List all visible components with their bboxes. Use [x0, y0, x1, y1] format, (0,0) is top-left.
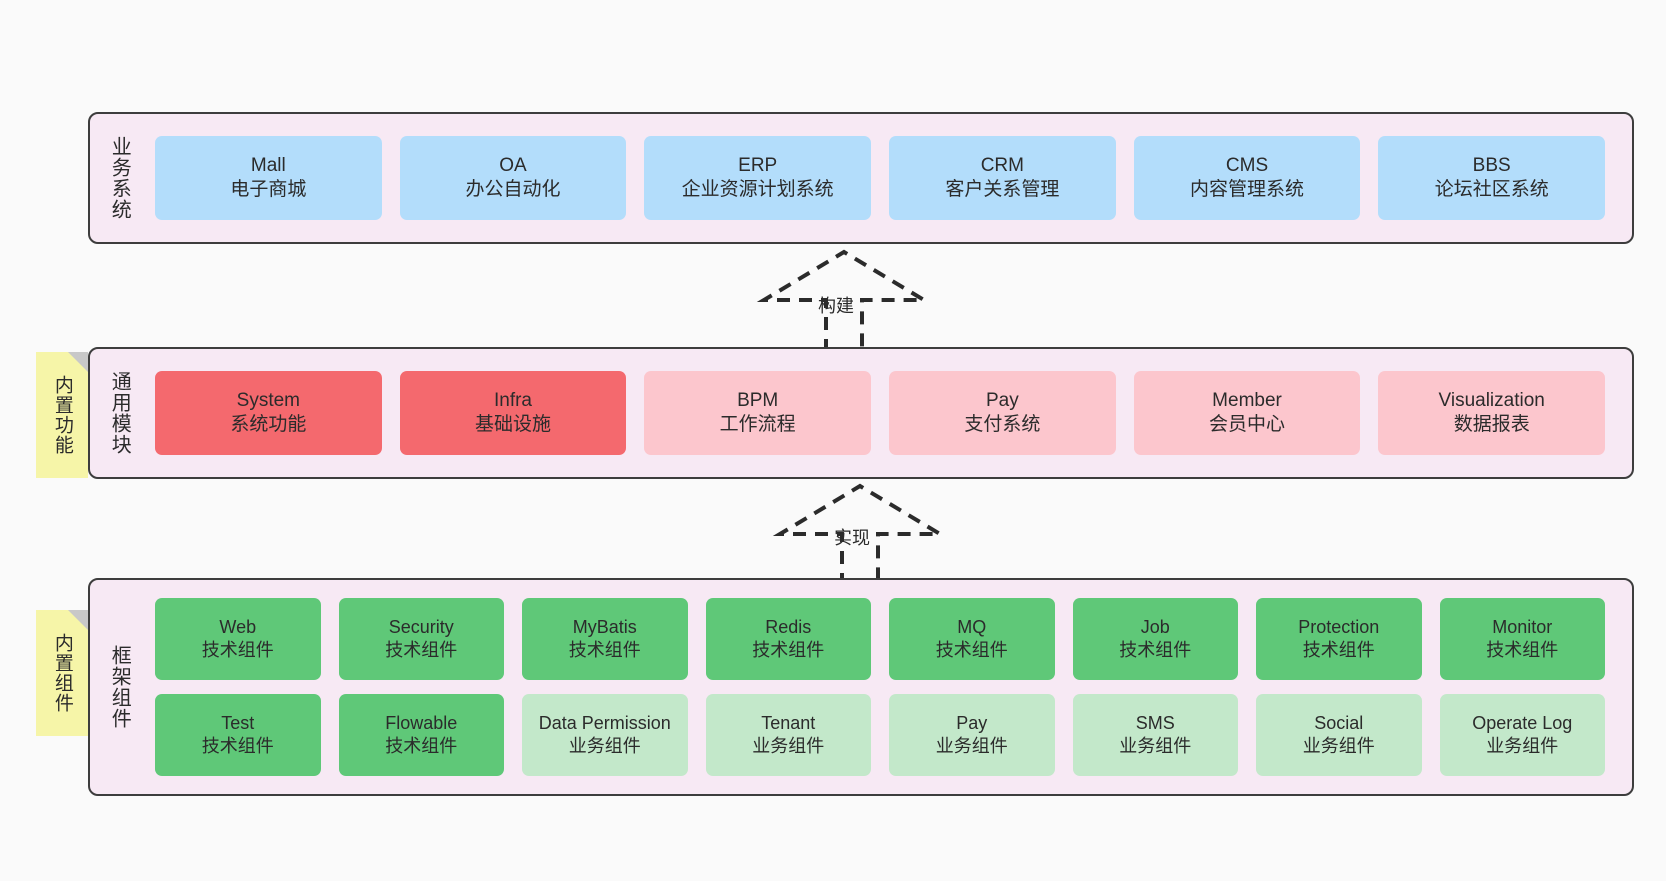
- card-cms[interactable]: CMS 内容管理系统: [1133, 136, 1361, 220]
- card-title-cn: 办公自动化: [465, 179, 561, 200]
- card-erp[interactable]: ERP 企业资源计划系统: [644, 136, 872, 220]
- card-data-permission[interactable]: Data Permission 业务组件: [522, 694, 688, 776]
- card-title-en: Pay: [985, 389, 1019, 411]
- card-social[interactable]: Social 业务组件: [1256, 694, 1422, 776]
- card-title-cn: 支付系统: [964, 414, 1041, 435]
- card-title-en: Job: [1140, 616, 1170, 637]
- connector-implement-label: 实现: [834, 528, 870, 548]
- card-job[interactable]: Job 技术组件: [1072, 598, 1238, 680]
- card-mall[interactable]: Mall 电子商城: [155, 136, 382, 220]
- card-title-en: Protection: [1298, 616, 1380, 637]
- card-member[interactable]: Member 会员中心: [1133, 371, 1361, 455]
- card-title-cn: 技术组件: [752, 640, 825, 660]
- framework-row-business: Test 技术组件 Flowable 技术组件 Data Permission …: [146, 694, 1614, 776]
- card-title-cn: 技术组件: [1119, 640, 1192, 660]
- sticky-note-builtin-features: 内置功能: [36, 352, 88, 478]
- card-title-en: Operate Log: [1472, 712, 1573, 733]
- connector-build-label: 构建: [818, 296, 854, 316]
- card-mybatis[interactable]: MyBatis 技术组件: [522, 598, 688, 680]
- card-title-cn: 技术组件: [1302, 640, 1375, 660]
- card-title-cn: 会员中心: [1209, 414, 1286, 435]
- card-title-en: OA: [499, 154, 527, 176]
- card-title-en: MQ: [957, 616, 987, 637]
- card-title-en: Social: [1314, 712, 1364, 733]
- framework-row-tech: Web 技术组件 Security 技术组件 MyBatis 技术组件 Redi…: [146, 598, 1614, 680]
- card-sms[interactable]: SMS 业务组件: [1072, 694, 1238, 776]
- layer-framework-label: 框架组件: [108, 645, 131, 729]
- card-title-en: Monitor: [1492, 616, 1553, 637]
- card-redis[interactable]: Redis 技术组件: [705, 598, 871, 680]
- card-title-cn: 数据报表: [1453, 414, 1530, 435]
- card-title-cn: 技术组件: [201, 640, 274, 660]
- card-title-en: Tenant: [761, 712, 816, 733]
- card-title-en: Mall: [250, 154, 286, 176]
- card-title-en: Redis: [765, 616, 812, 637]
- card-title-cn: 技术组件: [568, 640, 641, 660]
- sticky-note-builtin-components: 内置组件: [36, 610, 88, 736]
- card-title-en: MyBatis: [572, 616, 637, 637]
- card-title-cn: 系统功能: [230, 414, 307, 435]
- card-protection[interactable]: Protection 技术组件: [1256, 598, 1422, 680]
- card-title-en: BBS: [1472, 154, 1511, 176]
- card-title-en: Pay: [956, 712, 988, 733]
- card-pay-business[interactable]: Pay 业务组件: [889, 694, 1055, 776]
- card-pay[interactable]: Pay 支付系统: [889, 371, 1116, 455]
- card-title-cn: 业务组件: [1119, 736, 1192, 756]
- business-card-list: Mall 电子商城 OA 办公自动化 ERP 企业资源计划系统 CRM 客户关系…: [142, 114, 1632, 242]
- card-title-en: Data Permission: [538, 712, 671, 733]
- card-oa[interactable]: OA 办公自动化: [399, 136, 627, 220]
- card-monitor[interactable]: Monitor 技术组件: [1439, 598, 1605, 680]
- card-title-cn: 论坛社区系统: [1434, 179, 1549, 200]
- card-title-en: CRM: [980, 154, 1024, 176]
- card-title-cn: 技术组件: [935, 640, 1008, 660]
- card-title-cn: 企业资源计划系统: [681, 179, 834, 200]
- card-security[interactable]: Security 技术组件: [338, 598, 504, 680]
- card-visualization[interactable]: Visualization 数据报表: [1378, 371, 1606, 455]
- card-bpm[interactable]: BPM 工作流程: [644, 371, 872, 455]
- card-operate-log[interactable]: Operate Log 业务组件: [1439, 694, 1605, 776]
- card-title-en: Test: [221, 712, 255, 733]
- card-web[interactable]: Web 技术组件: [155, 598, 321, 680]
- card-tenant[interactable]: Tenant 业务组件: [705, 694, 871, 776]
- card-title-cn: 业务组件: [1486, 736, 1559, 756]
- layer-business-label: 业务系统: [108, 136, 131, 220]
- card-title-cn: 技术组件: [1486, 640, 1559, 660]
- card-title-cn: 客户关系管理: [945, 179, 1060, 200]
- card-title-en: BPM: [737, 389, 779, 411]
- card-test[interactable]: Test 技术组件: [155, 694, 321, 776]
- card-title-en: Member: [1212, 389, 1282, 411]
- card-title-en: System: [236, 389, 301, 411]
- card-bbs[interactable]: BBS 论坛社区系统: [1378, 136, 1606, 220]
- card-title-cn: 业务组件: [935, 736, 1008, 756]
- card-title-en: Security: [388, 616, 454, 637]
- card-title-en: ERP: [738, 154, 778, 176]
- card-title-cn: 技术组件: [201, 736, 274, 756]
- card-title-cn: 基础设施: [475, 414, 552, 435]
- layer-framework-components: 框架组件 Web 技术组件 Security 技术组件 MyBatis 技术组件…: [88, 578, 1634, 796]
- card-flowable[interactable]: Flowable 技术组件: [338, 694, 504, 776]
- card-crm[interactable]: CRM 客户关系管理: [889, 136, 1116, 220]
- layer-common-label: 通用模块: [108, 371, 131, 455]
- card-title-en: Visualization: [1438, 389, 1545, 411]
- card-infra[interactable]: Infra 基础设施: [399, 371, 627, 455]
- card-title-en: CMS: [1225, 154, 1269, 176]
- card-system[interactable]: System 系统功能: [155, 371, 382, 455]
- card-title-cn: 电子商城: [230, 179, 307, 200]
- card-title-cn: 业务组件: [1302, 736, 1375, 756]
- layer-business-systems: 业务系统 Mall 电子商城 OA 办公自动化 ERP 企业资源计划系统 CRM…: [88, 112, 1634, 244]
- card-title-cn: 内容管理系统: [1190, 179, 1305, 200]
- framework-card-grid: Web 技术组件 Security 技术组件 MyBatis 技术组件 Redi…: [142, 580, 1632, 794]
- card-title-cn: 业务组件: [752, 736, 825, 756]
- card-title-en: Web: [219, 616, 257, 637]
- card-title-cn: 技术组件: [385, 736, 458, 756]
- card-title-en: Flowable: [385, 712, 458, 733]
- card-title-en: SMS: [1135, 712, 1175, 733]
- card-title-cn: 业务组件: [568, 736, 641, 756]
- card-title-en: Infra: [493, 389, 533, 411]
- card-title-cn: 技术组件: [385, 640, 458, 660]
- card-mq[interactable]: MQ 技术组件: [889, 598, 1055, 680]
- common-card-list: System 系统功能 Infra 基础设施 BPM 工作流程 Pay 支付系统…: [142, 349, 1632, 477]
- card-title-cn: 工作流程: [719, 414, 796, 435]
- layer-common-modules: 通用模块 System 系统功能 Infra 基础设施 BPM 工作流程 Pay…: [88, 347, 1634, 479]
